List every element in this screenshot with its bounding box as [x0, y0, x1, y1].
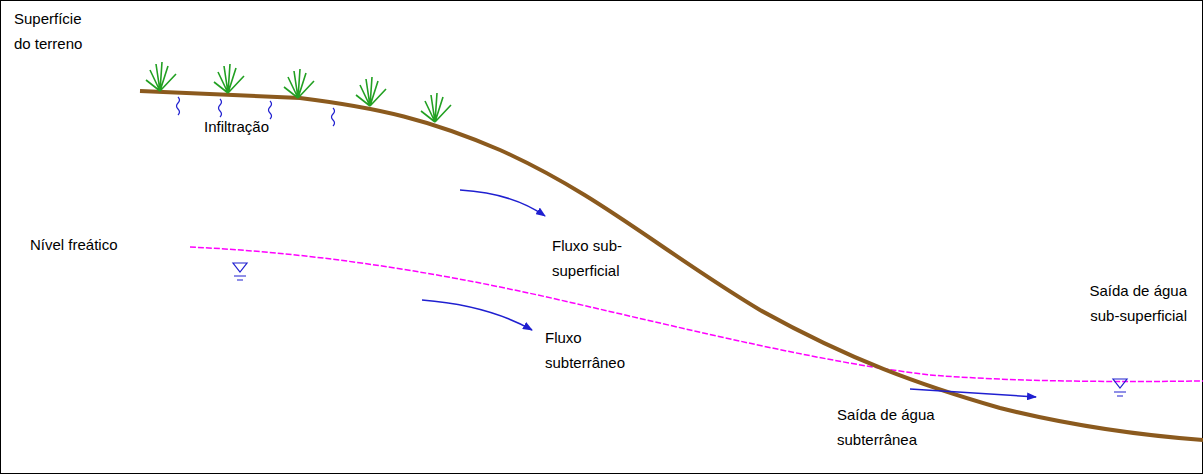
- water-table-label: Nível freático: [30, 232, 170, 257]
- flow-arrow: [422, 300, 532, 330]
- surface-label: Superfície do terreno: [14, 6, 102, 56]
- flow-label: Fluxo sub-superficial: [552, 233, 664, 283]
- water-level-symbol: [233, 263, 247, 280]
- flow-arrow: [910, 389, 1036, 397]
- outflow-label: Saída de água sub-superficial: [1069, 278, 1187, 328]
- grass-tufts: [146, 62, 451, 122]
- flow-arrow: [460, 190, 545, 216]
- flow-label: Fluxo subterrâneo: [545, 325, 645, 375]
- ground-surface: [140, 91, 1203, 440]
- outflow-label: Saída de água subterrânea: [837, 402, 949, 452]
- infiltration-label: Infiltração: [204, 114, 314, 139]
- water-level-symbol: [1113, 379, 1127, 396]
